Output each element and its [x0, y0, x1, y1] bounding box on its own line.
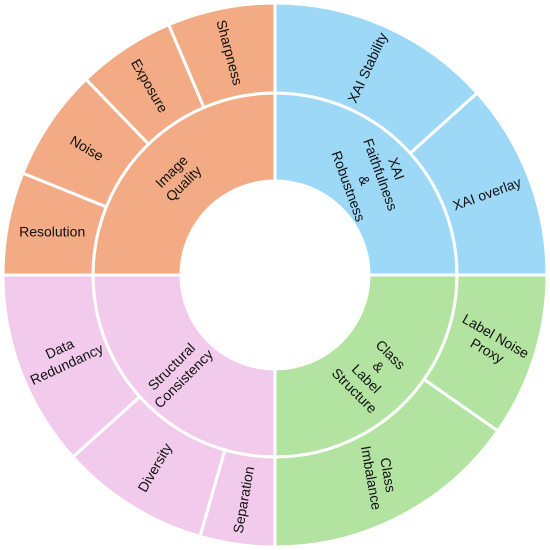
- metric-label-line: Class: [377, 456, 399, 493]
- outer-segment: [1, 273, 142, 460]
- center-hole: [181, 181, 369, 369]
- category-label-xai-line: XAI: [385, 155, 408, 182]
- metric-label: Resolution: [19, 224, 85, 240]
- metric-label-line: Resolution: [19, 224, 85, 240]
